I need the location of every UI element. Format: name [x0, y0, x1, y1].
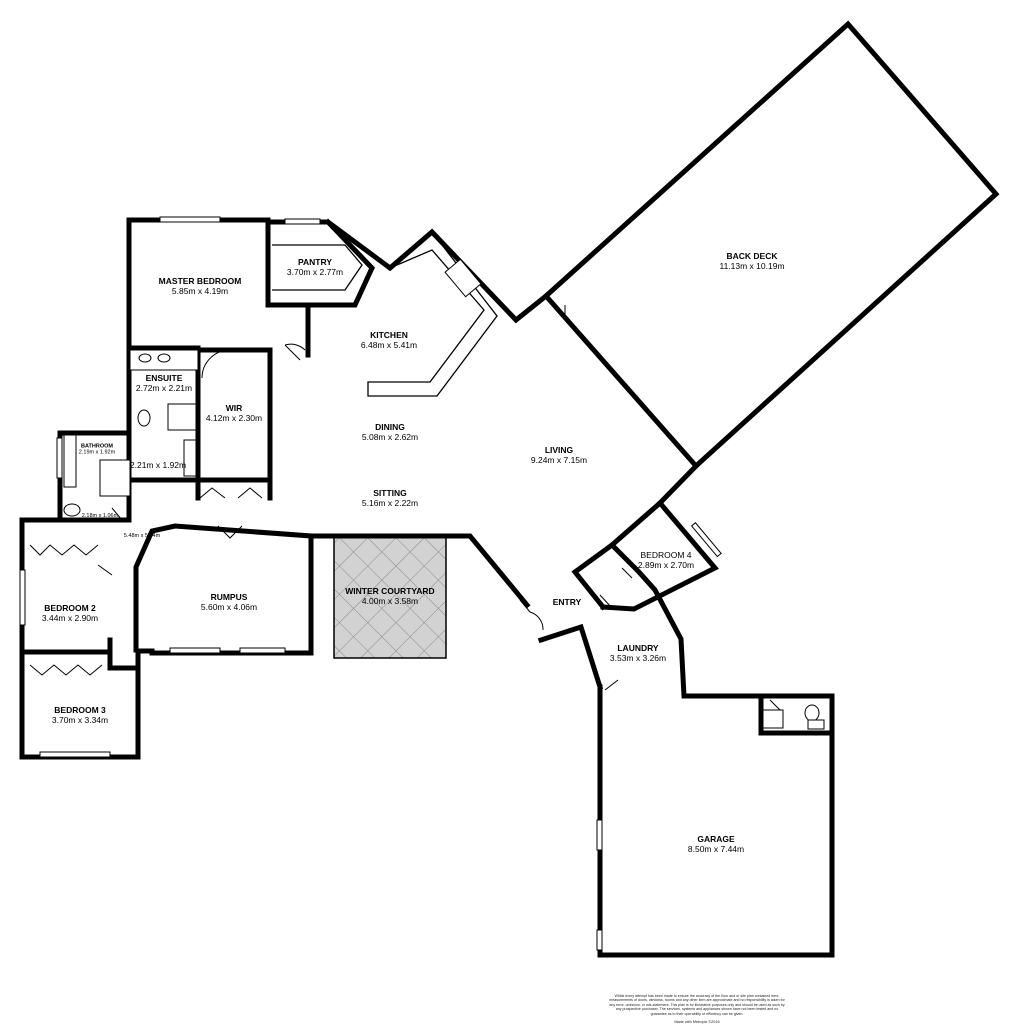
room-label-back-deck: BACK DECK 11.13m x 10.19m [719, 251, 785, 272]
room-dimensions: 3.70m x 3.34m [51, 715, 109, 725]
room-label-sitting: SITTING 5.16m x 2.22m [361, 488, 419, 509]
room-dimensions: 5.60m x 4.06m [200, 602, 258, 612]
room-label-ensuite: ENSUITE 2.72m x 2.21m [135, 373, 193, 394]
room-name: WIR [225, 403, 243, 414]
room-dimensions: 3.44m x 2.90m [41, 613, 99, 623]
room-name: BEDROOM 4 [640, 550, 692, 561]
room-name: ENSUITE [145, 373, 183, 384]
room-label-rumpus: RUMPUS 5.60m x 4.06m [200, 592, 258, 613]
room-label-bathroom: BATHROOM 2.19m x 1.92m [79, 444, 115, 457]
room-name: SITTING [373, 488, 407, 499]
room-name: MASTER BEDROOM [158, 276, 242, 287]
room-label-bedroom-4: BEDROOM 4 2.89m x 2.70m [637, 550, 695, 571]
doors [29, 294, 783, 713]
room-label-living: LIVING 9.24m x 7.15m [530, 445, 588, 466]
room-dimensions: 3.70m x 2.77m [286, 267, 344, 277]
room-label-dining: DINING 5.08m x 2.62m [361, 422, 419, 443]
room-dimensions: 3.53m x 3.26m [609, 653, 667, 663]
winter-courtyard-paving [333, 534, 447, 659]
back-deck-outline [542, 20, 1000, 470]
room-dimensions: 11.13m x 10.19m [719, 261, 785, 271]
room-dimensions: 2.19m x 1.92m [78, 450, 116, 456]
disclaimer-text: Whilst every attempt has been made to en… [609, 994, 785, 1016]
room-label-winter-courtyard: WINTER COURTYARD 4.00m x 3.58m [345, 586, 435, 607]
room-dimensions: 4.00m x 3.58m [361, 596, 419, 606]
room-name: WINTER COURTYARD [345, 586, 435, 597]
toilet-room-dimensions: 2.18m x 1.06m [81, 513, 119, 519]
windows [19, 216, 722, 951]
shower-room-dimensions: 2.21m x 1.92m [129, 460, 187, 470]
kitchen-benches [367, 231, 498, 397]
room-name: RUMPUS [210, 592, 248, 603]
room-name: LIVING [544, 445, 574, 456]
room-name: DINING [375, 422, 405, 433]
room-label-bedroom-2: BEDROOM 2 3.44m x 2.90m [41, 603, 99, 624]
room-dimensions: 5.16m x 2.22m [361, 498, 419, 508]
room-dimensions: 5.08m x 2.62m [361, 432, 419, 442]
room-dimensions: 4.12m x 2.30m [205, 413, 263, 423]
room-name: BACK DECK [726, 251, 778, 262]
pantry-shelves [272, 244, 363, 291]
room-name: GARAGE [697, 834, 735, 845]
room-dimensions: 8.50m x 7.44m [687, 844, 745, 854]
room-label-wir: WIR 4.12m x 2.30m [205, 403, 263, 424]
room-name: BATHROOM [81, 443, 113, 450]
room-label-kitchen: KITCHEN 6.48m x 5.41m [360, 330, 418, 351]
room-name: PANTRY [297, 257, 332, 268]
room-dimensions: 5.85m x 4.19m [171, 286, 229, 296]
room-label-bedroom-3: BEDROOM 3 3.70m x 3.34m [51, 705, 109, 726]
bathroom-fixtures [63, 349, 825, 730]
credit-text: Made with Metropix ©2016 [674, 1020, 720, 1024]
room-label-laundry: LAUNDRY 3.53m x 3.26m [609, 643, 667, 664]
room-name: BEDROOM 2 [44, 603, 96, 614]
room-dimensions: 2.89m x 2.70m [637, 560, 695, 570]
room-name: ENTRY [552, 597, 582, 608]
room-label-pantry: PANTRY 3.70m x 2.77m [286, 257, 344, 278]
room-label-master-bedroom: MASTER BEDROOM 5.85m x 4.19m [158, 276, 242, 297]
room-dimensions: 9.24m x 7.15m [530, 455, 588, 465]
room-dimensions: 6.48m x 5.41m [360, 340, 418, 350]
room-dimensions: 2.72m x 2.21m [135, 383, 193, 393]
room-name: LAUNDRY [617, 643, 659, 654]
room-label-garage: GARAGE 8.50m x 7.44m [687, 834, 745, 855]
hallway-dimensions: 5.48m x 5.34m [123, 533, 161, 539]
room-name: KITCHEN [370, 330, 408, 341]
room-label-entry: ENTRY [552, 597, 582, 608]
room-name: BEDROOM 3 [54, 705, 106, 716]
